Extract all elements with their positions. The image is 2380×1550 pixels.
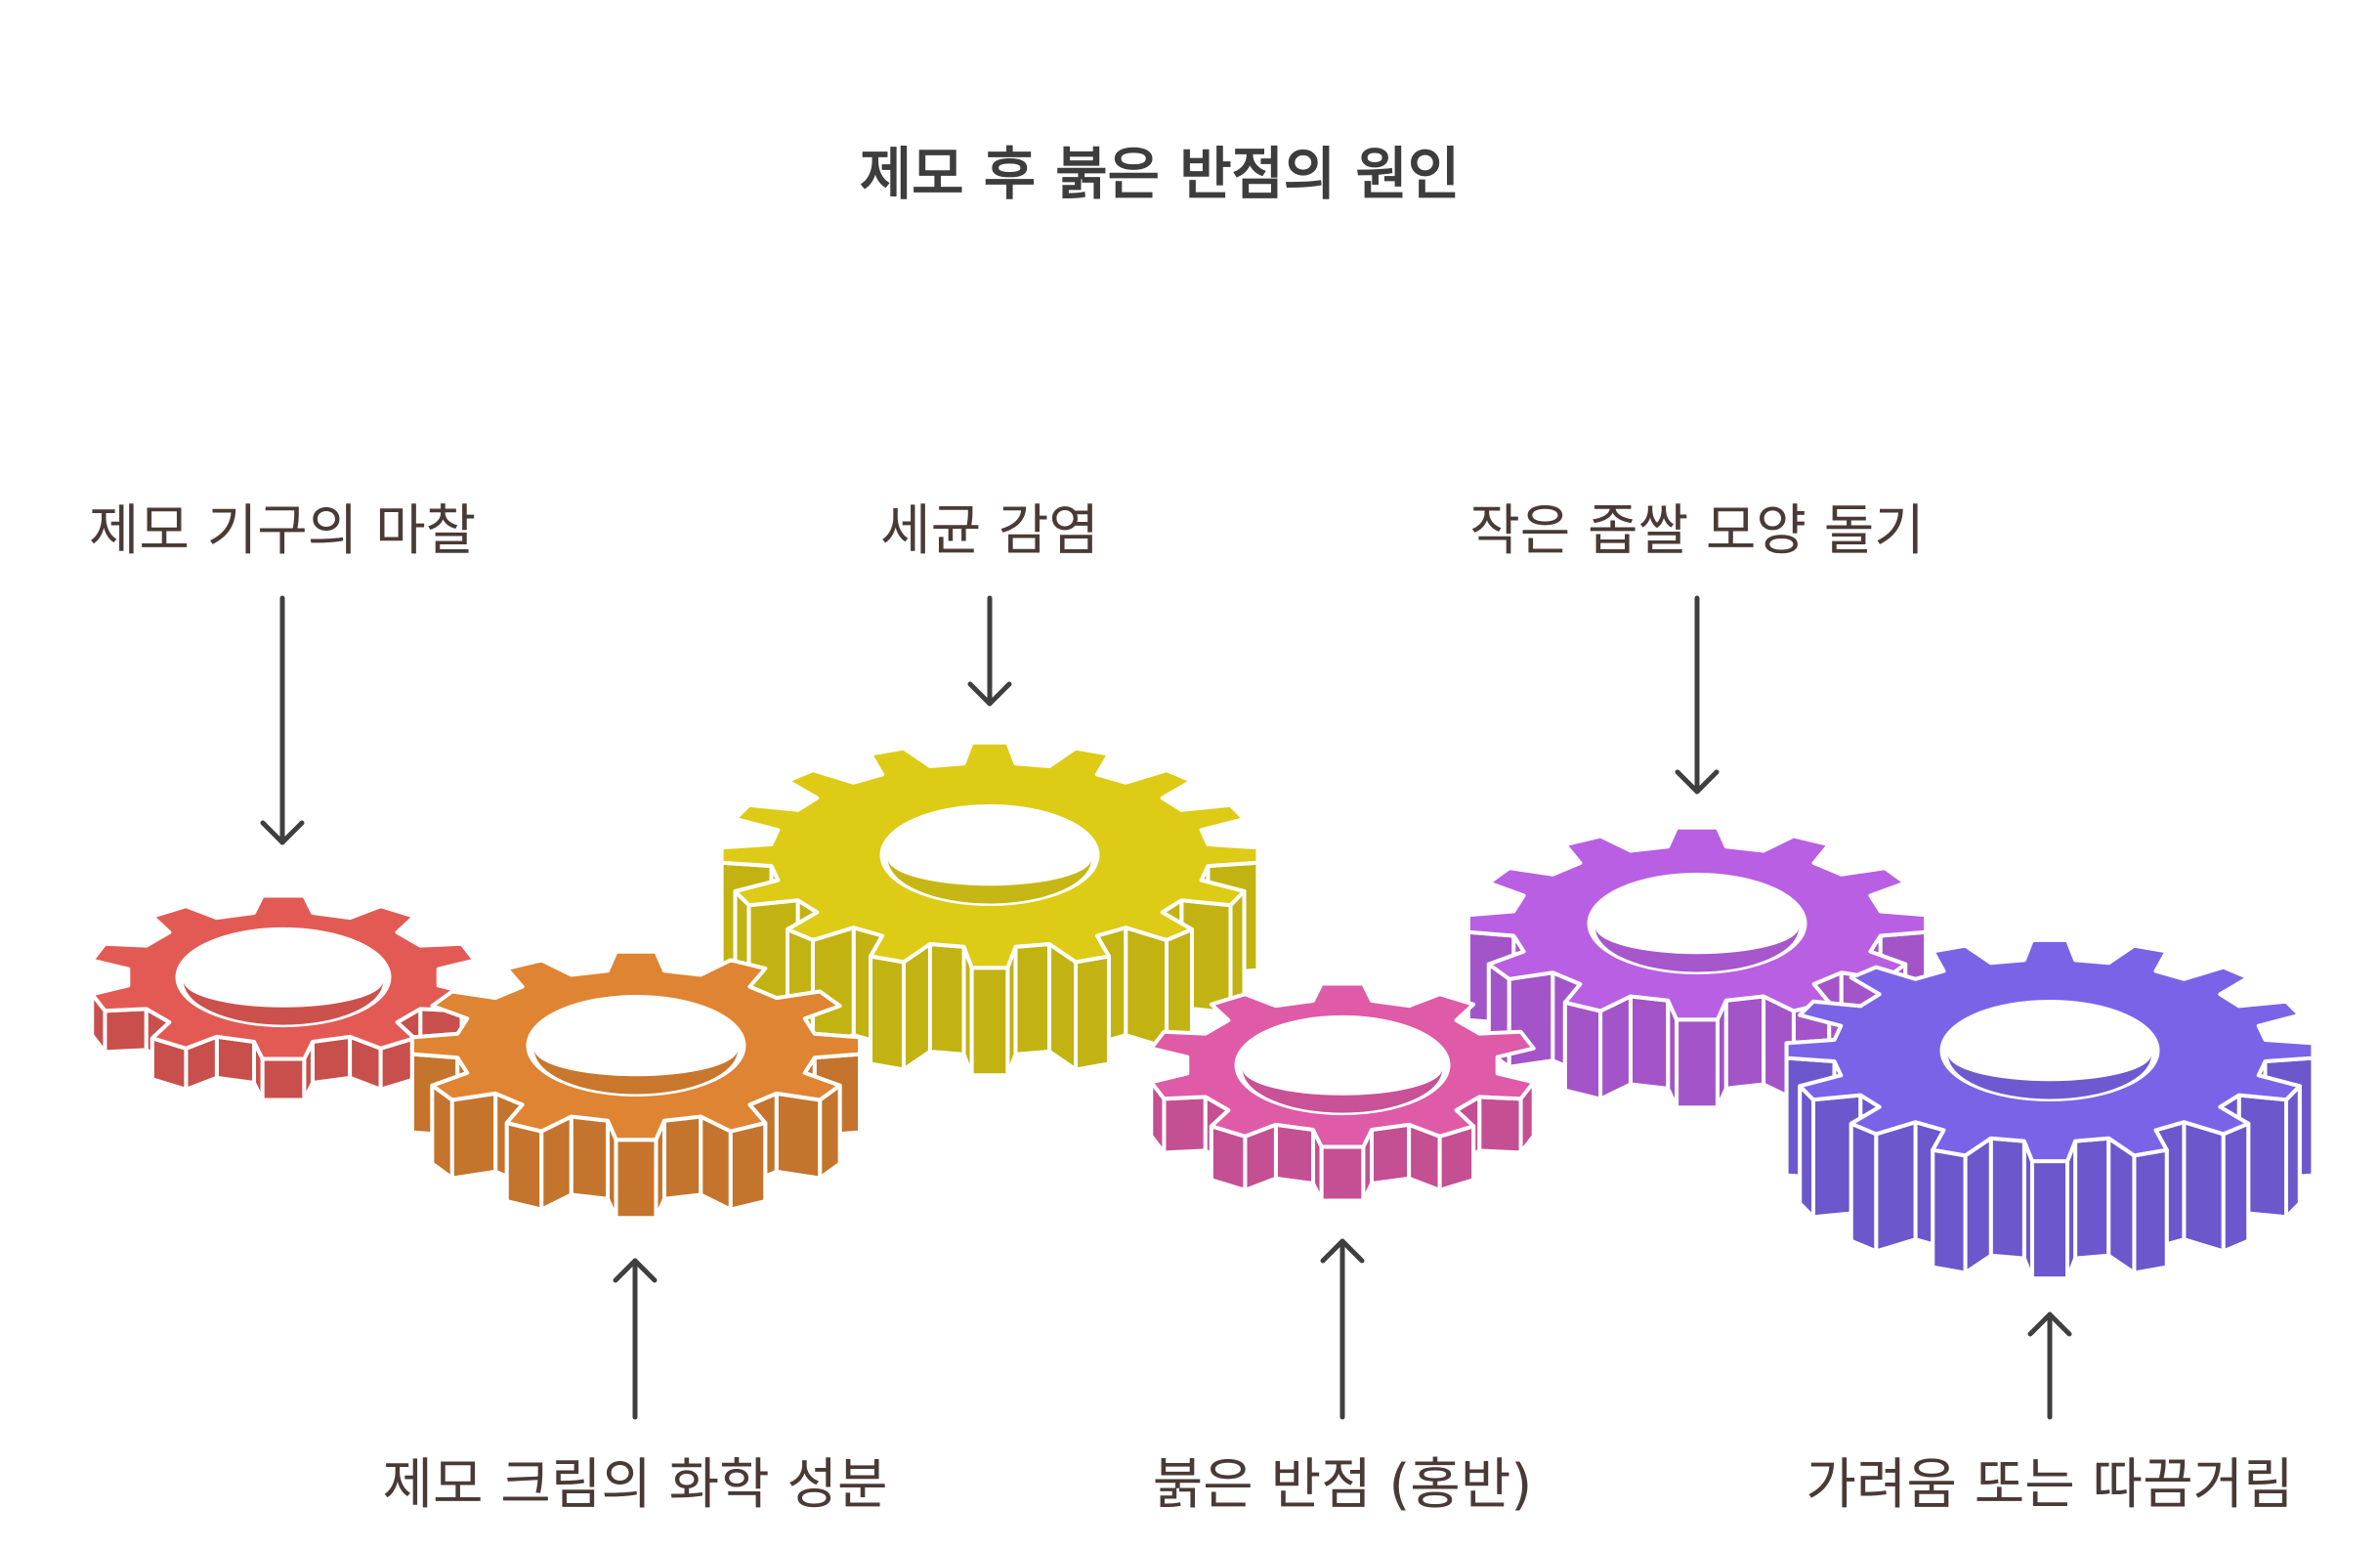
gear-side-face — [1124, 926, 1169, 1050]
arrow-down-icon — [260, 595, 305, 845]
gear-side-face — [1874, 1120, 1918, 1254]
gear-hole-inner — [1948, 1055, 2151, 1099]
gear-side-face — [2221, 1121, 2251, 1254]
gear-side-face — [1628, 994, 1671, 1091]
gear-side-face — [2106, 1136, 2137, 1275]
gear-side-face — [1319, 1144, 1366, 1203]
diagram-title: 제모 후 붉은 반점의 원인 — [860, 141, 1460, 207]
gear-side-face — [1675, 1017, 1720, 1110]
gear-side-face — [2029, 1159, 2070, 1281]
gear-side-face — [260, 1056, 307, 1102]
label-bumps: 작은 좁쌀 모양 돌기 — [1469, 499, 1925, 563]
gear-side-face — [214, 1034, 257, 1086]
gear-hole-inner — [184, 981, 383, 1025]
label-itch: 가려움 또는 따끔거림 — [1806, 1453, 2293, 1517]
gear-side-face — [728, 1121, 768, 1212]
gear-side-face — [1798, 1084, 1815, 1220]
gear-side-face — [2182, 1120, 2226, 1254]
arrow-down-icon — [1675, 595, 1720, 795]
gear-redspots — [1149, 981, 1536, 1203]
gears-layer — [90, 740, 2316, 1281]
label-friction: 제모 기구의 마찰 — [89, 499, 476, 563]
gear-side-face — [2132, 1147, 2169, 1275]
label-redspots: 붉은 반점 (홍반) — [1153, 1453, 1532, 1517]
gear-side-face — [661, 1114, 703, 1201]
gear-side-face — [1988, 1136, 2026, 1261]
gear-side-face — [1598, 994, 1633, 1101]
gear-hole — [1939, 1000, 2160, 1101]
arrow-up-icon — [1320, 1238, 1365, 1420]
gear-side-face — [1273, 1122, 1316, 1186]
gear-hole — [879, 804, 1100, 906]
gear-side-face — [969, 966, 1010, 1078]
gear-hole-inner — [1243, 1069, 1442, 1113]
gear-side-face — [1165, 927, 1194, 1050]
gear-hole-inner — [534, 1050, 738, 1095]
gear-side-face — [1849, 1121, 1879, 1254]
gear-side-face — [1931, 1147, 1968, 1275]
gear-side-face — [1963, 1136, 1993, 1275]
gear-side-face — [504, 1121, 544, 1212]
gear-side-face — [1074, 954, 1111, 1072]
gear-cream — [409, 949, 863, 1221]
gear-side-face — [569, 1114, 611, 1201]
gear-side-face — [2073, 1136, 2111, 1261]
gear-hole-inner — [1595, 927, 1799, 972]
gear-side-face — [1723, 994, 1766, 1091]
gear-side-face — [1477, 1095, 1523, 1155]
gear-side-face — [1369, 1122, 1412, 1186]
label-cream: 제모 크림의 화학 성분 — [382, 1453, 887, 1517]
gear-side-face — [810, 926, 856, 1050]
gear-hole-inner — [888, 859, 1091, 904]
gear-side-face — [2284, 1084, 2302, 1220]
gear-side-face — [927, 941, 966, 1056]
gear-side-face — [614, 1138, 659, 1221]
gear-side-face — [1013, 941, 1052, 1056]
label-infection: 세균 감염 — [880, 499, 1099, 563]
gear-side-face — [774, 1091, 823, 1181]
gear-side-face — [1562, 1000, 1603, 1101]
gear-side-face — [1047, 941, 1079, 1072]
arrow-up-icon — [2027, 1312, 2072, 1420]
gear-side-face — [103, 1007, 149, 1055]
gear-side-face — [869, 954, 906, 1072]
arrow-up-icon — [613, 1258, 658, 1420]
gear-itch — [1784, 937, 2316, 1281]
gear-side-face — [901, 941, 932, 1072]
gear-side-face — [1162, 1095, 1208, 1155]
gear-side-face — [310, 1034, 353, 1086]
gear-side-face — [449, 1091, 498, 1181]
arrow-down-icon — [967, 595, 1012, 707]
